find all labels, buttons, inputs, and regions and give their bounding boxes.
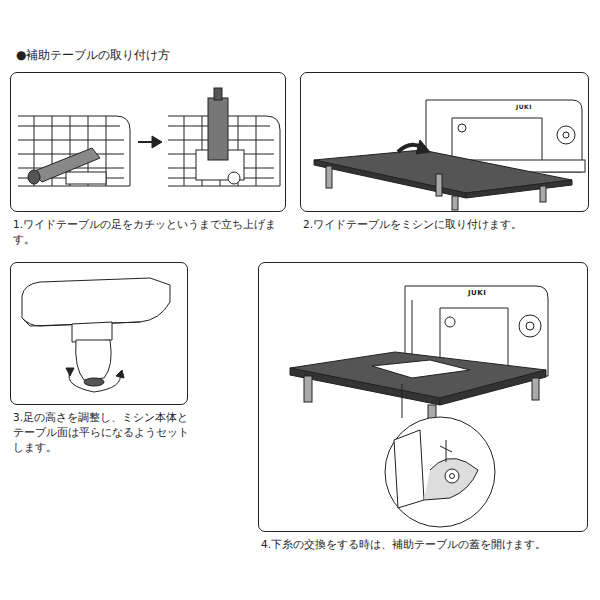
- panel-frame: 3.足の高さを調整し、ミシン本体とテーブル面は平らになるようセットします。: [10, 262, 188, 405]
- brand-mark: JUKI: [516, 103, 532, 110]
- step-caption: 2.ワイドテーブルをミシンに取り付けます。: [303, 217, 592, 232]
- step-caption: 4.下糸の交換をする時は、補助テーブルの蓋を開けます。: [261, 537, 591, 552]
- panel-frame: 2.ワイドテーブルをミシンに取り付けます。: [300, 72, 589, 212]
- panel-frame: 4.下糸の交換をする時は、補助テーブルの蓋を開けます。: [258, 262, 588, 532]
- step-caption: 1.ワイドテーブルの足をカチッというまで立ち上げます。: [13, 217, 293, 247]
- step-caption: 3.足の高さを調整し、ミシン本体とテーブル面は平らになるようセットします。: [13, 410, 195, 456]
- panel-frame: 1.ワイドテーブルの足をカチッというまで立ち上げます。: [10, 72, 286, 212]
- diagram-title: ●補助テーブルの取り付け方: [16, 47, 170, 64]
- brand-mark: JUKI: [468, 289, 486, 297]
